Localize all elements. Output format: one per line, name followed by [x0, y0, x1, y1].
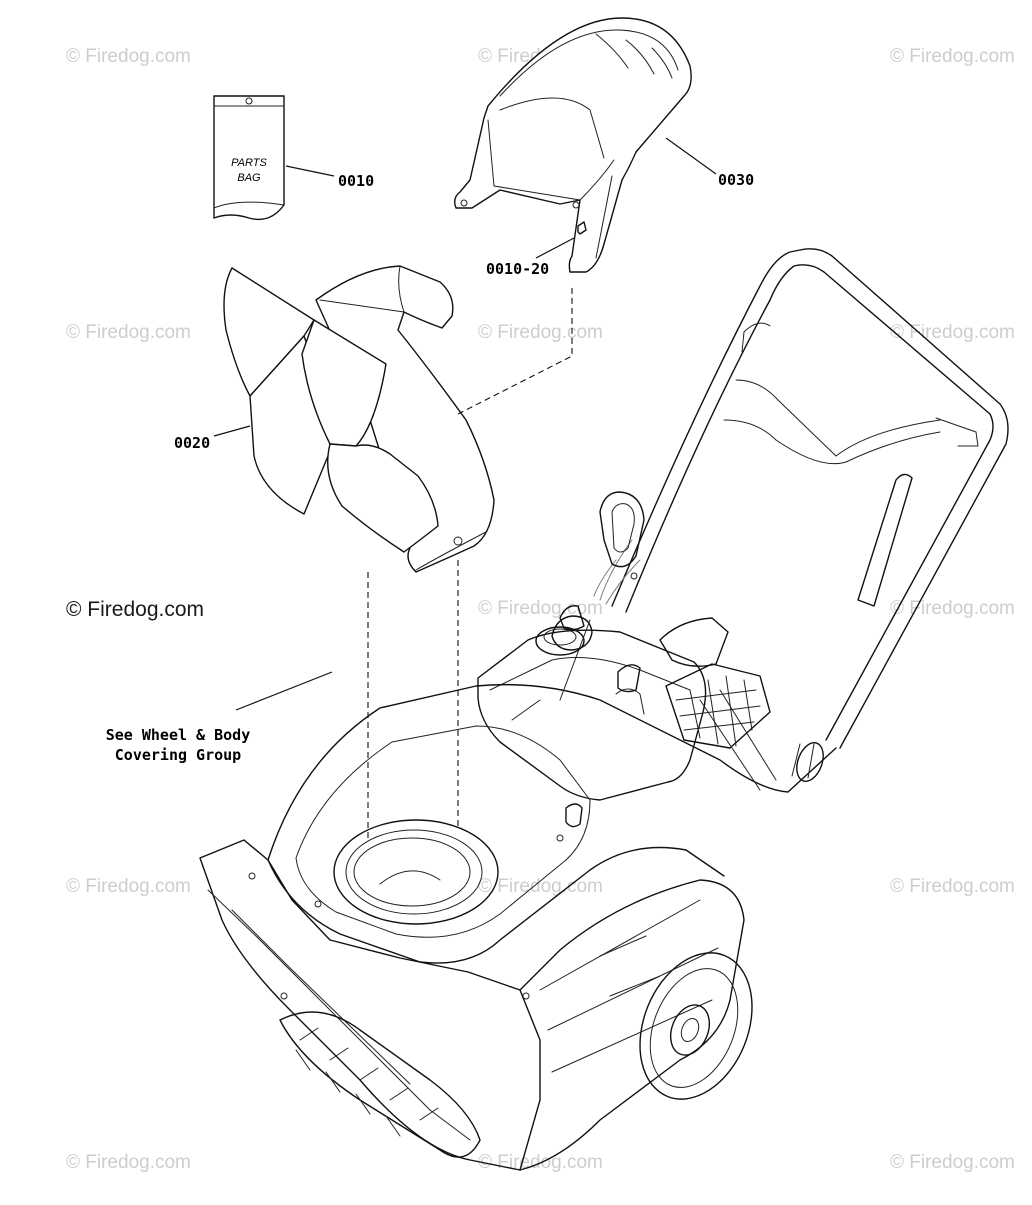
- watermark: © Firedog.com: [66, 46, 191, 67]
- note-text: Covering Group: [115, 746, 241, 764]
- leader-line-0010-20: [535, 237, 575, 259]
- snow-blower-assembly: [199, 248, 1009, 1171]
- part-label-0030[interactable]: 0030: [718, 171, 754, 189]
- watermark: © Firedog.com: [890, 1152, 1015, 1173]
- parts-bag-part-0010[interactable]: PARTS BAG: [213, 95, 285, 221]
- watermark: © Firedog.com: [890, 322, 1015, 343]
- parts-bag-text: PARTS: [231, 157, 267, 169]
- discharge-chute-part-0020[interactable]: [223, 265, 495, 573]
- alignment-lines: [367, 284, 573, 838]
- part-label-0020[interactable]: 0020: [174, 434, 210, 452]
- chute-handle-part-0030[interactable]: [453, 17, 692, 273]
- watermark: © Firedog.com: [478, 876, 603, 897]
- watermark: © Firedog.com: [66, 1152, 191, 1173]
- watermark: © Firedog.com: [890, 46, 1015, 67]
- leader-line-0010: [285, 165, 335, 177]
- leader-line-0030: [665, 137, 717, 175]
- watermark: © Firedog.com: [890, 876, 1015, 897]
- note-leader: [235, 671, 333, 711]
- watermark: © Firedog.com: [478, 598, 603, 619]
- watermark: © Firedog.com: [478, 322, 603, 343]
- watermark: © Firedog.com: [66, 876, 191, 897]
- watermark-main: © Firedog.com: [66, 598, 204, 621]
- part-label-0010-20[interactable]: 0010-20: [486, 260, 549, 278]
- note-text: See Wheel & Body: [106, 726, 251, 744]
- part-label-0010[interactable]: 0010: [338, 172, 374, 190]
- screw-part-0010-20[interactable]: [577, 221, 587, 235]
- watermark: © Firedog.com: [66, 322, 191, 343]
- watermark-grid: © Firedog.com © Firedog.com © Firedog.co…: [66, 46, 1015, 1173]
- parts-bag-text: BAG: [237, 172, 261, 184]
- watermark: © Firedog.com: [890, 598, 1015, 619]
- leader-line-0020: [213, 425, 251, 437]
